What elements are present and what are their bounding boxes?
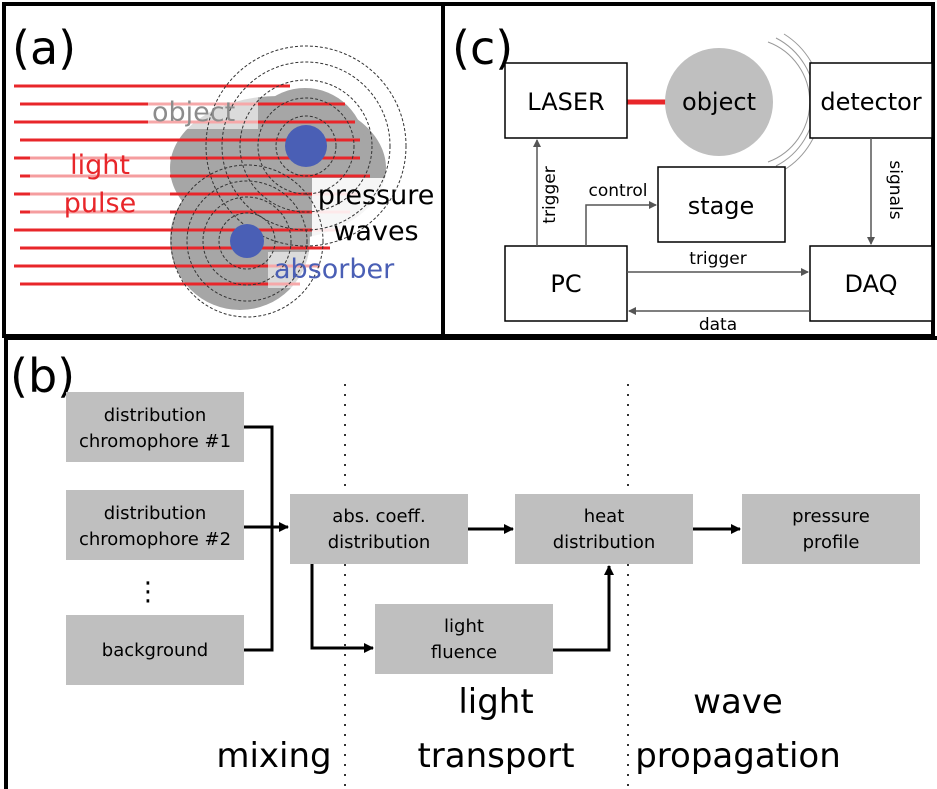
panel-a-label: (a): [12, 21, 76, 75]
stage-label-propagation: propagation: [635, 736, 841, 776]
pc-box: [504, 245, 628, 322]
box-light-fluence: [375, 604, 553, 674]
box-background: [66, 615, 244, 685]
pressure-label-backdrop: [312, 178, 437, 246]
pulse-label: pulse: [64, 188, 136, 219]
fluence-to-heat-arrow: [553, 565, 614, 652]
light-label: light: [70, 150, 130, 181]
trigger-vertical-label: trigger: [540, 166, 560, 223]
control-label: control: [589, 181, 648, 201]
daq-box: [809, 245, 933, 322]
object-label-backdrop: [148, 95, 258, 129]
box-chromophore-1-line1: distribution: [104, 405, 207, 426]
stage-label-mixing: mixing: [216, 736, 331, 776]
absorber-small: [230, 224, 264, 258]
absorber-label: absorber: [274, 254, 395, 285]
stage-label-light: light: [458, 682, 533, 722]
box-chromophore-1: [66, 392, 244, 462]
box-chromophore-1-line2: chromophore #1: [79, 431, 231, 452]
laser-box: [504, 62, 628, 139]
stage-label-transport: transport: [417, 736, 574, 776]
stage-label-wave: wave: [693, 682, 783, 722]
box-background-label: background: [102, 640, 208, 661]
absorber-label-backdrop: [268, 252, 398, 288]
panel-b: (b) distribution chromophore #1 distribu…: [4, 336, 937, 789]
box-heat-line2: distribution: [553, 532, 656, 553]
object-circle: [665, 48, 773, 156]
stage-box-label: stage: [688, 192, 755, 220]
light-label-backdrop: [30, 148, 170, 184]
panel-c-label: (c): [452, 21, 513, 75]
abs-to-fluence-arrow: [310, 564, 374, 653]
box-abs-coeff-line1: abs. coeff.: [332, 506, 425, 527]
laser-box-label: LASER: [527, 88, 604, 116]
daq-box-label: DAQ: [845, 270, 898, 298]
box-light-fluence-line2: fluence: [431, 642, 497, 663]
box-chromophore-2-line2: chromophore #2: [79, 529, 231, 550]
box-abs-coeff: [290, 494, 468, 564]
detector-box-label: detector: [820, 88, 921, 116]
box-pressure-profile: [742, 494, 920, 564]
ellipsis: ⋮: [135, 577, 161, 607]
pressure-wave-rings: [170, 45, 407, 318]
box-heat-line1: heat: [584, 506, 625, 527]
pc-box-label: PC: [550, 270, 581, 298]
detector-box: [809, 62, 933, 139]
box-abs-coeff-line2: distribution: [328, 532, 431, 553]
waves-label: waves: [333, 216, 418, 247]
object-label: object: [152, 97, 235, 128]
signals-label: signals: [885, 160, 905, 219]
merge-bracket: [244, 425, 274, 652]
absorber-large: [285, 125, 327, 167]
pressure-label: pressure: [318, 180, 435, 211]
box-light-fluence-line1: light: [444, 616, 484, 637]
box-pressure-profile-line1: pressure: [792, 506, 870, 527]
object-node: object: [682, 88, 756, 116]
box-pressure-profile-line2: profile: [803, 532, 860, 553]
stage-box: [657, 166, 786, 243]
panel-a: (a) object light pulse pressure waves ab…: [2, 2, 445, 338]
box-heat: [515, 494, 693, 564]
trigger-horizontal-label: trigger: [689, 249, 746, 269]
pc-to-stage-arrow: [585, 201, 657, 246]
panel-c: (c) object LASER detector stage PC DAQ t…: [441, 2, 935, 338]
panel-b-label: (b): [10, 349, 75, 403]
box-chromophore-2: [66, 490, 244, 560]
box-chromophore-2-line1: distribution: [104, 503, 207, 524]
pulse-label-backdrop: [30, 186, 170, 222]
data-label: data: [699, 315, 737, 335]
